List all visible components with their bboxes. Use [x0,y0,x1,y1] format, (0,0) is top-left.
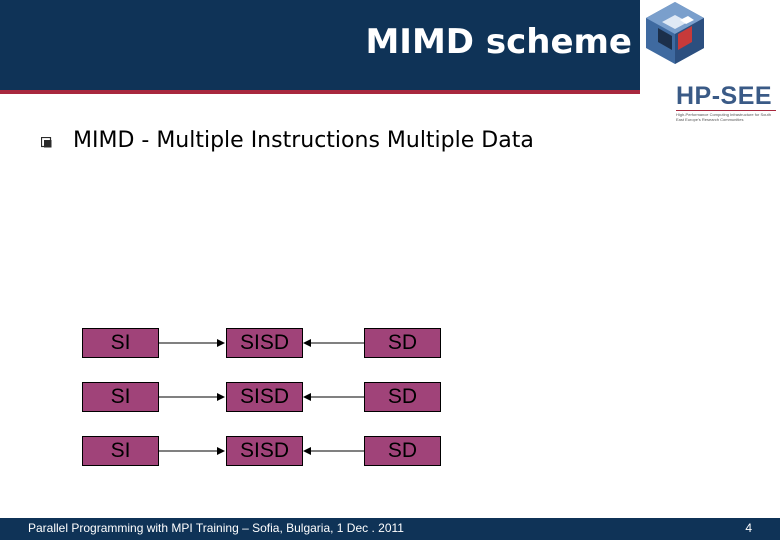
title-bar [0,0,640,90]
hp-see-logo: HP-SEE High-Performance Computing Infras… [640,0,780,130]
title-underline [0,90,640,94]
slide-title: MIMD scheme [365,22,632,62]
bullet-icon [41,137,52,148]
bullet-text: MIMD - Multiple Instructions Multiple Da… [73,128,534,153]
sd-box: SD [364,382,441,412]
footer-text: Parallel Programming with MPI Training –… [28,521,404,535]
sisd-box: SISD [226,436,303,466]
logo-tagline: High-Performance Computing Infrastructur… [676,112,771,122]
footer-bar: Parallel Programming with MPI Training –… [0,518,780,540]
logo-divider [676,110,776,111]
logo-name: HP-SEE [676,82,773,110]
si-box: SI [82,382,159,412]
sisd-box: SISD [226,328,303,358]
sd-box: SD [364,328,441,358]
si-box: SI [82,436,159,466]
page-number: 4 [745,521,752,535]
sd-box: SD [364,436,441,466]
sisd-box: SISD [226,382,303,412]
si-box: SI [82,328,159,358]
cube-logo-icon [646,2,704,64]
